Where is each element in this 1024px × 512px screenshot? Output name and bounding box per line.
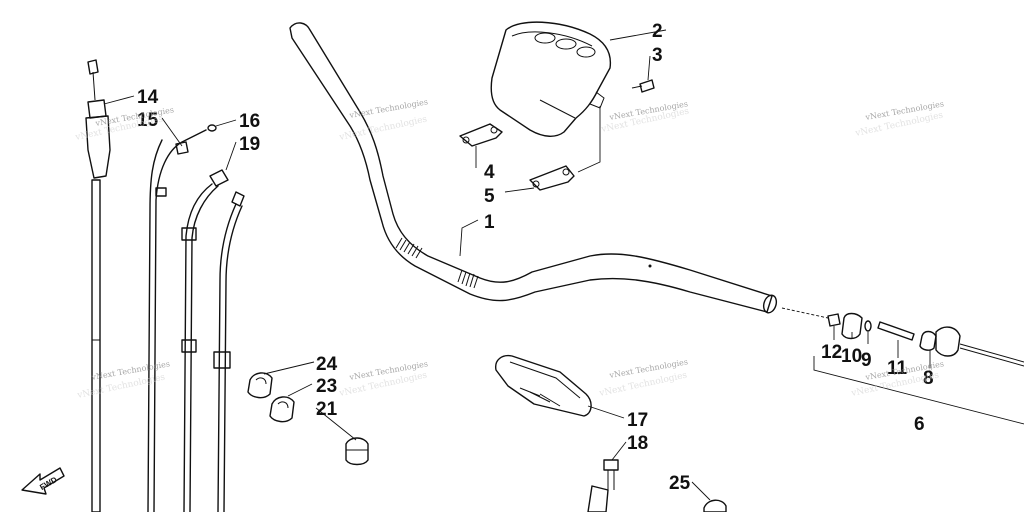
- callout-8: 8: [923, 368, 934, 389]
- bracket-lower: [529, 165, 575, 191]
- grip-knurl-upper: [395, 237, 423, 259]
- callout-23: 23: [316, 376, 337, 397]
- callout-10: 10: [841, 346, 862, 367]
- callout-21: 21: [316, 399, 338, 420]
- callout-14: 14: [137, 87, 159, 108]
- bar-end-assembly: [781, 307, 1024, 425]
- callout-1: 1: [484, 212, 495, 233]
- clamp-25: [703, 499, 727, 512]
- fwd-label: FWD: [38, 475, 58, 492]
- callout-numbers: 2 3 4 5 1 6 8 9 10 11 12 14 15 16 17 18 …: [137, 21, 934, 494]
- callout-9: 9: [861, 350, 872, 371]
- callout-24: 24: [316, 354, 338, 375]
- callout-17: 17: [627, 410, 648, 431]
- clamp-21: [345, 437, 369, 466]
- cable-b: [181, 169, 229, 512]
- callout-16: 16: [239, 111, 260, 132]
- callout-25: 25: [669, 473, 691, 494]
- callout-12: 12: [821, 342, 842, 363]
- callout-3: 3: [652, 45, 663, 66]
- leader-lines: [103, 29, 931, 501]
- bar-guard-bracket: [495, 354, 592, 417]
- cable-a: [147, 124, 217, 512]
- callout-5: 5: [484, 186, 495, 207]
- callout-2: 2: [652, 21, 663, 42]
- clamp-24: [247, 372, 273, 399]
- callout-11: 11: [887, 358, 908, 379]
- callout-6: 6: [914, 414, 925, 435]
- handlebar: [289, 22, 778, 314]
- clamp-23: [269, 396, 295, 423]
- fwd-arrow: FWD: [21, 467, 65, 495]
- callout-15: 15: [137, 110, 159, 131]
- handlebar-cover: [490, 21, 612, 137]
- callout-4: 4: [484, 162, 495, 183]
- callout-18: 18: [627, 433, 648, 454]
- throttle-cable: [85, 59, 111, 512]
- screw: [631, 79, 655, 93]
- bolt: [587, 459, 619, 512]
- bracket-upper: [459, 123, 503, 147]
- cable-c: [213, 191, 245, 512]
- callout-19: 19: [239, 134, 260, 155]
- grip-knurl-lower: [457, 269, 479, 289]
